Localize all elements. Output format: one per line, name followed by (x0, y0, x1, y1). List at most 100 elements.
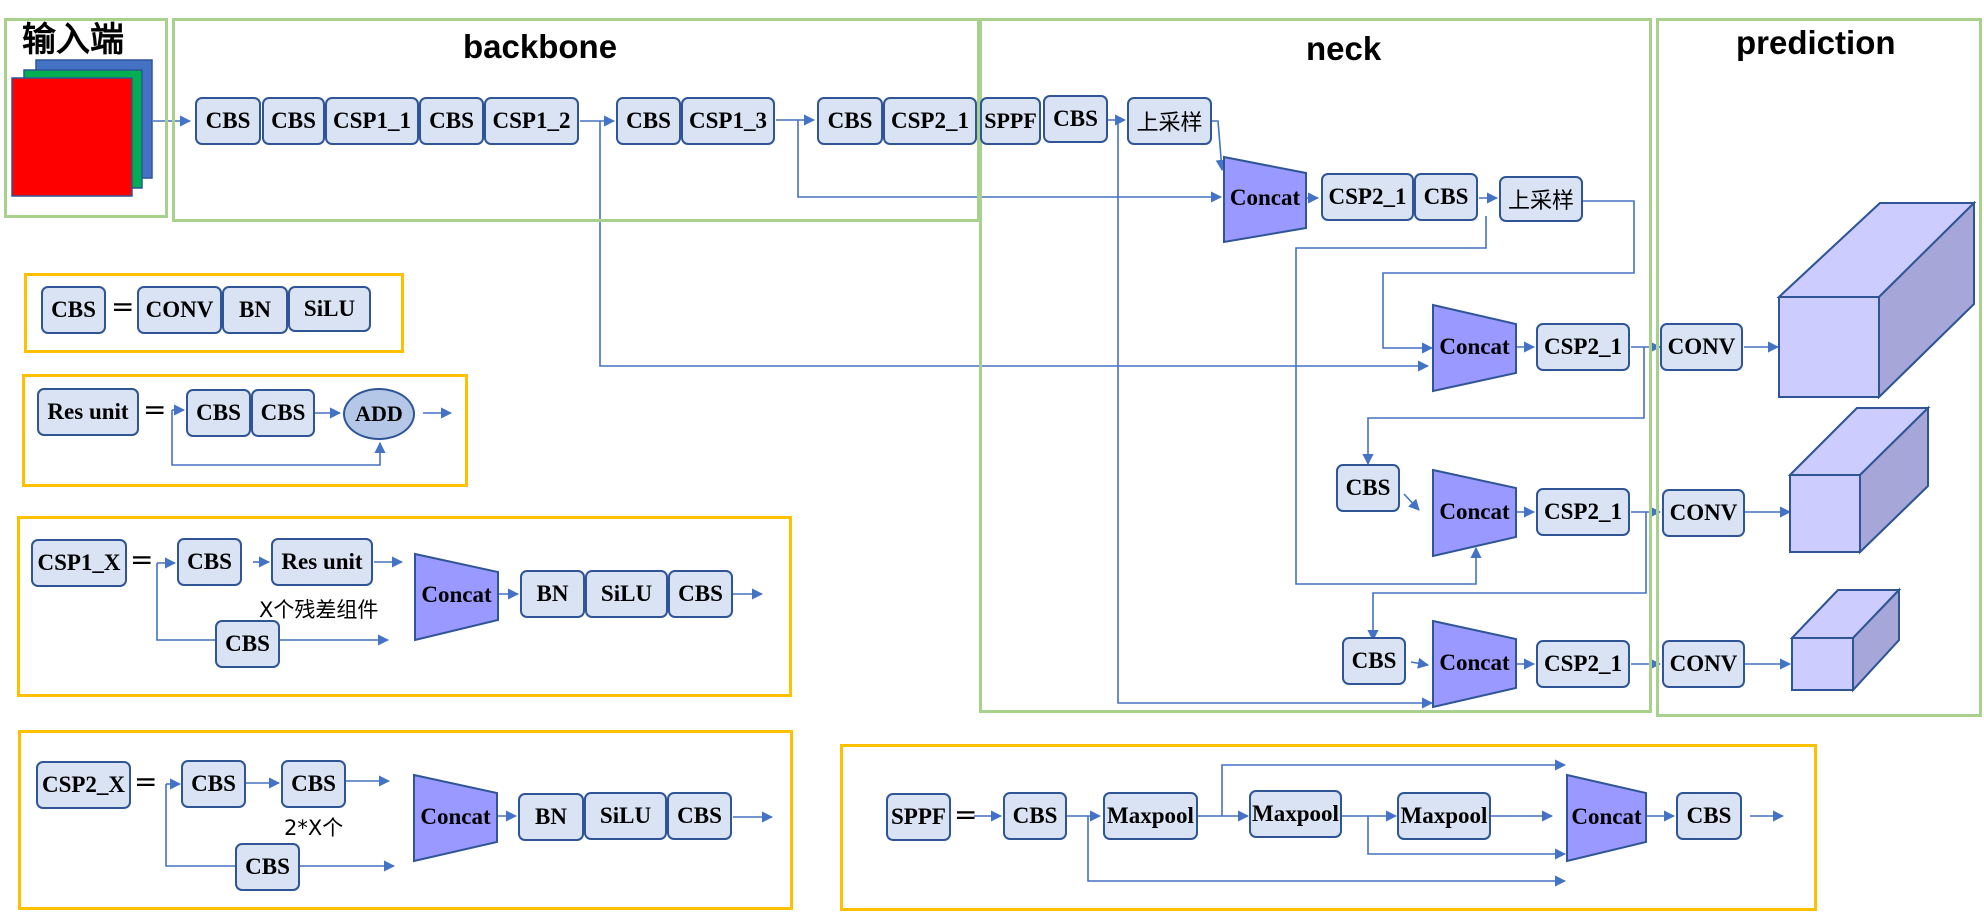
legend-csp1-name: CSP1_X (31, 539, 127, 587)
legend-res-name: Res unit (37, 388, 139, 436)
concat-trapezoid-csp1 (414, 552, 499, 642)
input-layer-red (11, 77, 133, 197)
neck-upsample-1: 上采样 (1127, 97, 1212, 145)
arrow-csp-cbs4 (1367, 512, 1647, 642)
neck-csp2-1-a: CSP2_1 (1321, 173, 1414, 221)
section-title-input: 输入端 (22, 21, 124, 59)
legend-sppf-maxpool-2: Maxpool (1249, 790, 1342, 838)
arrow-cbs4-concat4 (1410, 657, 1430, 669)
neck-csp2-1-b: CSP2_1 (1536, 323, 1630, 371)
arrow-csp12-concat2 (599, 121, 1430, 372)
legend-cbs-equals: = (111, 290, 135, 323)
prediction-conv-3: CONV (1662, 640, 1745, 688)
neck-concat-4-label: Concat (1439, 650, 1510, 675)
concat-trapezoid-neck-3 (1432, 468, 1517, 558)
neck-concat-1-label: Concat (1229, 185, 1301, 210)
legend-csp2-note: 2*X个 (284, 816, 344, 840)
cbs-legend-frame (24, 273, 404, 353)
section-title-neck: neck (1306, 30, 1382, 67)
legend-sppf-equals: = (954, 798, 978, 831)
legend-res-add: ADD (343, 388, 415, 440)
arrow-sppf-top (1221, 759, 1567, 816)
neck-cbs-1: CBS (1043, 95, 1108, 143)
legend-csp1-cbs-3: CBS (668, 570, 733, 618)
legend-cbs-conv: CONV (137, 286, 222, 334)
backbone-csp2-1: CSP2_1 (883, 97, 977, 145)
legend-csp1-equals: = (130, 543, 154, 576)
legend-cbs-name: CBS (41, 286, 106, 334)
prediction-cube-large (1776, 200, 1977, 400)
backbone-cbs-4: CBS (616, 97, 681, 145)
arrow-csp1-branch (156, 563, 390, 646)
neck-frame (979, 18, 1652, 713)
legend-sppf-maxpool-1: Maxpool (1103, 792, 1198, 840)
backbone-cbs-2: CBS (262, 97, 325, 145)
arrow-cbs3-concat3 (1403, 493, 1420, 511)
legend-sppf-cbs-1: CBS (1003, 792, 1067, 840)
section-title-prediction: prediction (1736, 24, 1896, 61)
sppf-legend-frame (840, 744, 1817, 911)
backbone-cbs-1: CBS (195, 97, 261, 145)
arrow-csp2-branch (165, 784, 396, 872)
arrow-sppf-mid (1367, 816, 1567, 860)
neck-csp2-1-c: CSP2_1 (1536, 488, 1630, 536)
arrow-res-skip (171, 410, 386, 466)
neck-upsample-2: 上采样 (1499, 176, 1583, 222)
neck-cbs-2: CBS (1414, 173, 1478, 221)
backbone-cbs-5: CBS (817, 97, 883, 145)
legend-csp1-concat-label: Concat (421, 582, 492, 607)
legend-res-equals: = (143, 393, 167, 426)
prediction-cube-small (1789, 587, 1902, 693)
neck-concat-2-label: Concat (1439, 334, 1510, 359)
arrow-up2-concat2 (1382, 200, 1635, 354)
legend-sppf-maxpool-3: Maxpool (1397, 792, 1491, 840)
legend-csp1-cbs-1: CBS (177, 538, 242, 586)
arrow-csp13-concat1 (797, 120, 1223, 203)
concat-trapezoid-neck-1 (1223, 155, 1307, 244)
arrow-csp-cbs3 (1362, 347, 1645, 466)
prediction-conv-2: CONV (1662, 489, 1745, 537)
legend-sppf-concat-label: Concat (1571, 804, 1642, 829)
input-frame (4, 18, 168, 218)
arrow-ncbs-concat3 (1295, 216, 1487, 585)
legend-csp2-bn: BN (518, 793, 584, 841)
legend-res-cbs-2: CBS (251, 389, 315, 437)
backbone-sppf: SPPF (980, 97, 1041, 145)
backbone-csp1-2: CSP1_2 (484, 97, 579, 145)
section-title-backbone: backbone (463, 28, 618, 65)
legend-csp2-concat-label: Concat (420, 804, 491, 829)
legend-csp1-silu: SiLU (585, 570, 668, 618)
backbone-csp1-1: CSP1_1 (325, 97, 419, 145)
legend-csp2-silu: SiLU (584, 792, 667, 840)
legend-csp1-note: X个残差组件 (259, 598, 379, 622)
arrow-sppf-concat4 (1117, 122, 1434, 709)
legend-csp1-bn: BN (520, 570, 585, 618)
csp1-legend-frame (17, 516, 792, 697)
legend-cbs-silu: SiLU (288, 286, 371, 332)
backbone-frame (172, 18, 980, 222)
legend-csp2-name: CSP2_X (36, 761, 131, 809)
prediction-frame (1656, 18, 1982, 717)
neck-csp2-1-d: CSP2_1 (1536, 640, 1630, 688)
legend-res-cbs-1: CBS (186, 389, 251, 437)
legend-csp1-resunit: Res unit (271, 538, 373, 586)
legend-cbs-bn: BN (222, 286, 288, 334)
legend-csp2-cbs-3: CBS (235, 843, 300, 891)
arrow-up1-concat1 (1212, 120, 1227, 172)
concat-trapezoid-sppf (1566, 773, 1647, 863)
legend-sppf-cbs-2: CBS (1676, 792, 1742, 840)
concat-trapezoid-neck-2 (1432, 303, 1517, 393)
concat-trapezoid-neck-4 (1432, 619, 1517, 709)
neck-concat-3-label: Concat (1439, 499, 1510, 524)
legend-csp2-cbs-1: CBS (181, 760, 246, 808)
arrow-sppf-bottom (1087, 816, 1567, 887)
csp2-legend-frame (18, 730, 793, 910)
legend-csp2-cbs-2: CBS (281, 760, 346, 808)
backbone-csp1-3: CSP1_3 (681, 97, 775, 145)
concat-trapezoid-csp2 (413, 773, 498, 863)
prediction-cube-medium (1787, 405, 1931, 555)
resunit-legend-frame (22, 374, 468, 487)
neck-cbs-4: CBS (1342, 637, 1406, 685)
